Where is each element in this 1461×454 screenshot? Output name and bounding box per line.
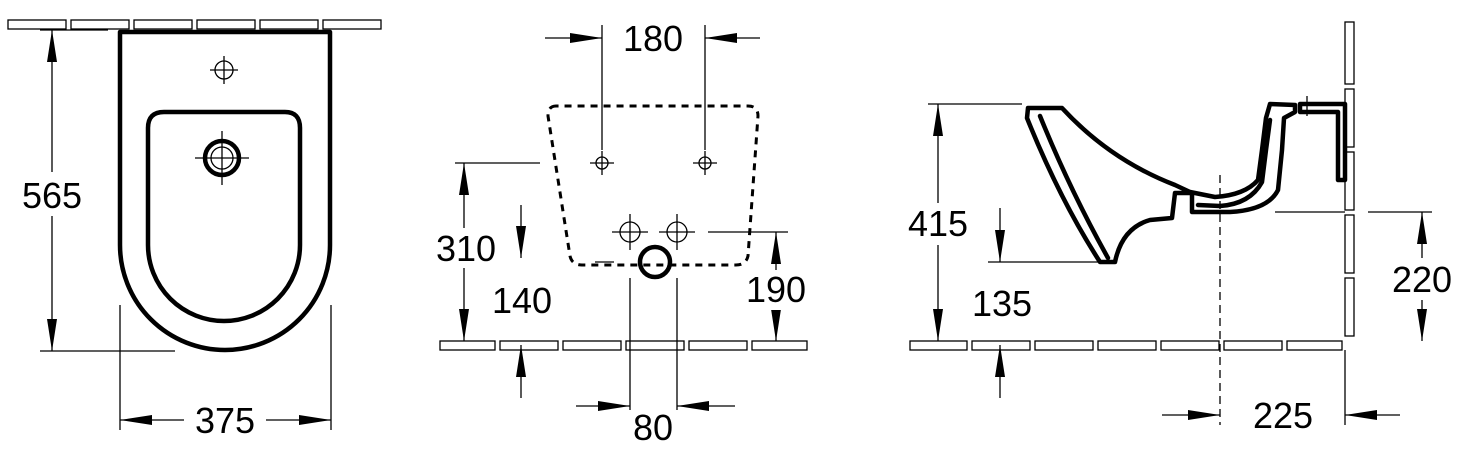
label-375: 375: [195, 400, 255, 441]
dimension-415: [902, 103, 1022, 341]
tap-marker-side: [1299, 96, 1315, 116]
supply-hole-right: [659, 214, 695, 250]
dimension-135: [988, 208, 1098, 398]
bidet-profile-outer: [1024, 101, 1298, 265]
label-220: 220: [1392, 259, 1452, 300]
dimension-180: [545, 25, 760, 150]
dimension-80: [576, 278, 735, 411]
wall-view: 180 310 140 190: [430, 18, 810, 448]
label-80: 80: [633, 407, 673, 448]
label-415: 415: [908, 203, 968, 244]
label-135: 135: [972, 283, 1032, 324]
wall-floor-tiles: [439, 340, 808, 351]
dimension-140: [516, 205, 526, 398]
side-floor-tiles: [909, 340, 1343, 351]
waste-outlet-wall: [595, 244, 673, 280]
supply-hole-left: [612, 214, 648, 250]
top-wall-tiles: [7, 19, 382, 30]
label-180: 180: [623, 18, 683, 59]
tap-hole-top: [210, 56, 238, 84]
fixing-hole-left: [590, 151, 614, 175]
label-225: 225: [1253, 395, 1313, 436]
dimension-565: [14, 29, 175, 352]
dimension-310: [430, 162, 540, 341]
dimension-220: [1368, 211, 1458, 341]
wall-bracket: [1297, 101, 1348, 183]
bidet-profile-inner: [1037, 113, 1273, 261]
bidet-outline-wall-dashed: [546, 104, 760, 267]
bidet-basin-top: [145, 109, 303, 324]
dimension-225: [1162, 350, 1400, 425]
top-view: 565 375: [7, 19, 382, 441]
dimension-375: [119, 305, 332, 430]
fixing-hole-right: [693, 151, 717, 175]
label-565: 565: [22, 175, 82, 216]
side-view: 415 135 220 225: [902, 21, 1458, 436]
label-140: 140: [492, 280, 552, 321]
label-310: 310: [436, 228, 496, 269]
label-190: 190: [746, 269, 806, 310]
bidet-outline-top: [117, 29, 333, 353]
drain-top: [195, 131, 249, 185]
dimension-190: [708, 231, 810, 341]
